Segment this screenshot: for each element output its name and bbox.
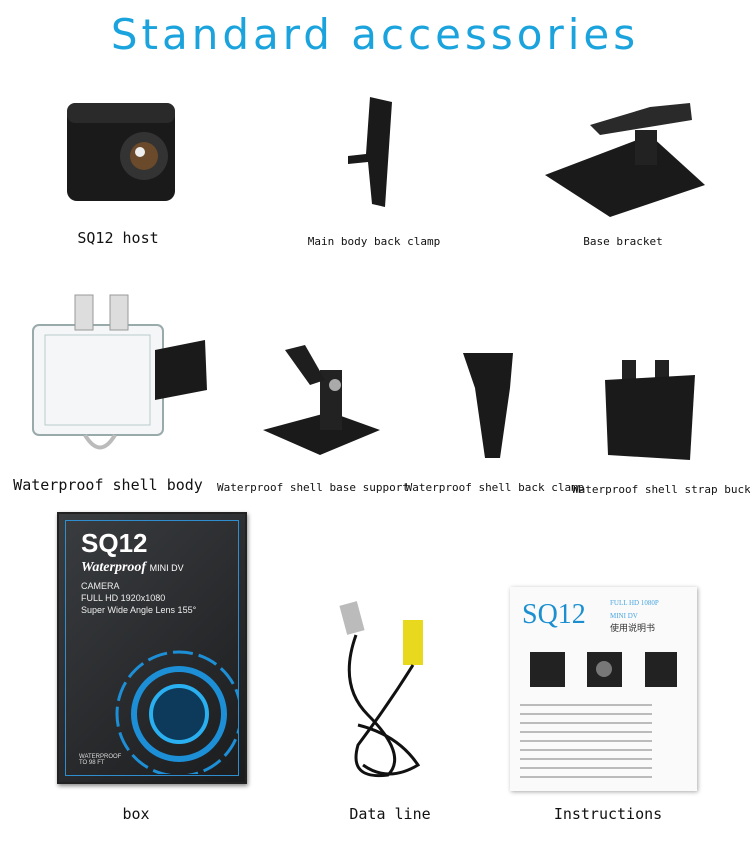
label-data-line: Data line: [349, 805, 431, 823]
instructions-manual-image: SQ12 FULL HD 1080P MINI DV 使用说明书: [510, 587, 697, 791]
manual-line2: MINI DV: [610, 612, 638, 620]
label-instructions: Instructions: [553, 805, 663, 823]
lens-graphic: [115, 650, 239, 774]
page-title: Standard accessories: [110, 10, 640, 59]
box-line1: CAMERA: [81, 581, 120, 591]
label-base-bracket: Base bracket: [583, 235, 663, 248]
manual-line3: 使用说明书: [610, 624, 656, 634]
box-waterproof-badge: WATERPROOF TO 98 FT: [79, 754, 122, 766]
box-model: SQ12: [81, 528, 148, 558]
waterproof-shell-body-image: [32, 294, 207, 450]
label-waterproof-shell-back-clamp: Waterproof shell back clamp: [405, 481, 585, 494]
waterproof-shell-back-clamp-image: [463, 353, 513, 458]
box-mini-dv: MINI DV: [149, 563, 184, 573]
data-line-image: [339, 601, 423, 778]
box-line3: Super Wide Angle Lens 155°: [81, 605, 197, 615]
waterproof-shell-strap-buckle-image: [605, 360, 695, 460]
label-sq12-host: SQ12 host: [77, 229, 159, 247]
retail-box-image: SQ12 Waterproof MINI DV CAMERA FULL HD 1…: [57, 512, 247, 784]
manual-line1: FULL HD 1080P: [610, 599, 659, 607]
label-waterproof-shell-body: Waterproof shell body: [13, 476, 203, 494]
label-waterproof-shell-base-support: Waterproof shell base support: [216, 481, 410, 494]
box-line2: FULL HD 1920x1080: [81, 593, 166, 603]
label-main-body-back-clamp: Main body back clamp: [307, 235, 441, 248]
label-box: box: [122, 805, 150, 823]
box-waterproof: Waterproof: [81, 560, 147, 575]
label-waterproof-shell-strap-buckle: Waterproof shell strap buckle: [571, 483, 750, 496]
camera-host-image: [67, 103, 175, 201]
main-body-back-clamp-image: [348, 97, 392, 207]
waterproof-shell-base-support-image: [263, 345, 380, 455]
base-bracket-image: [545, 103, 705, 217]
manual-model: SQ12: [522, 599, 586, 630]
